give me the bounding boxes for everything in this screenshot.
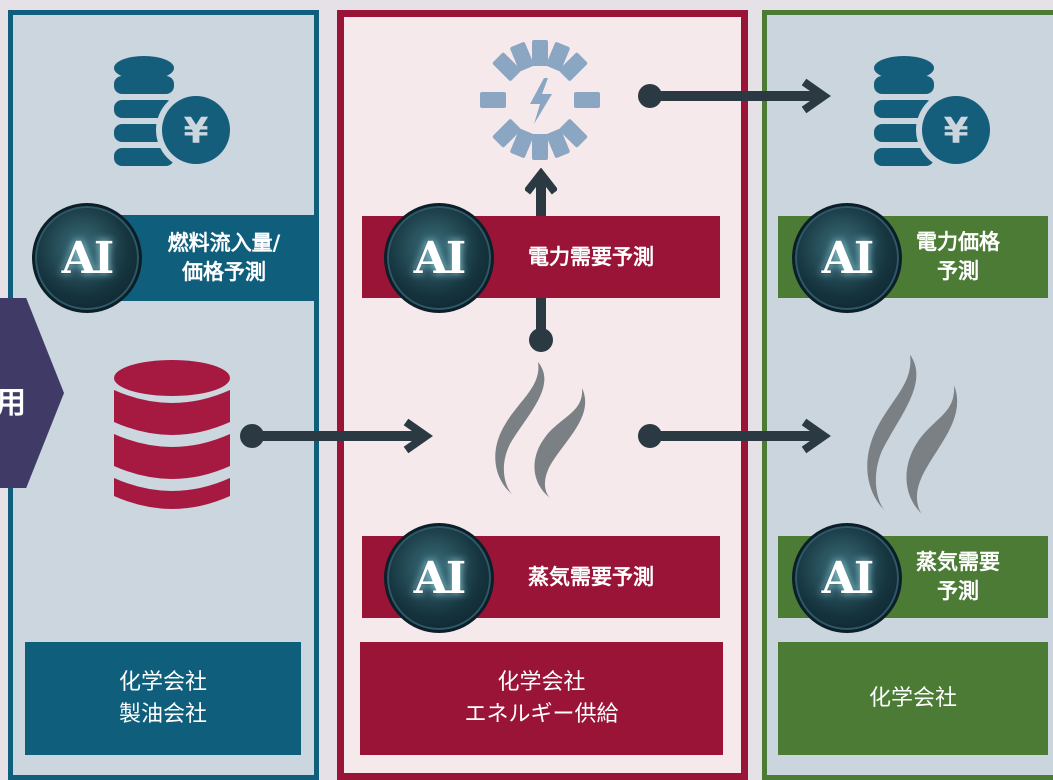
database-icon bbox=[114, 360, 230, 509]
ai-badge-steam-middle: AI bbox=[384, 523, 494, 633]
svg-text:¥: ¥ bbox=[183, 111, 208, 152]
electricity-icon bbox=[480, 40, 600, 160]
left-company-box: 化学会社 製油会社 bbox=[25, 642, 301, 755]
right-company-box: 化学会社 bbox=[778, 642, 1048, 755]
ai-badge-power-price: AI bbox=[792, 203, 902, 313]
steam-flame-icon bbox=[495, 362, 586, 498]
steam-flame-icon bbox=[867, 354, 958, 514]
arrow-icon bbox=[638, 78, 831, 114]
arrow-icon bbox=[638, 418, 831, 454]
middle-company-box: 化学会社 エネルギー供給 bbox=[360, 642, 723, 755]
ai-badge-power-demand: AI bbox=[384, 203, 494, 313]
ai-badge-fuel: AI bbox=[32, 203, 142, 313]
coins-yen-icon: ¥ bbox=[114, 56, 236, 170]
coins-yen-icon: ¥ bbox=[874, 56, 996, 170]
arrow-icon bbox=[240, 418, 433, 454]
ai-badge-steam-right: AI bbox=[792, 523, 902, 633]
svg-text:¥: ¥ bbox=[943, 111, 968, 152]
chevron-text: 用 bbox=[0, 386, 26, 421]
